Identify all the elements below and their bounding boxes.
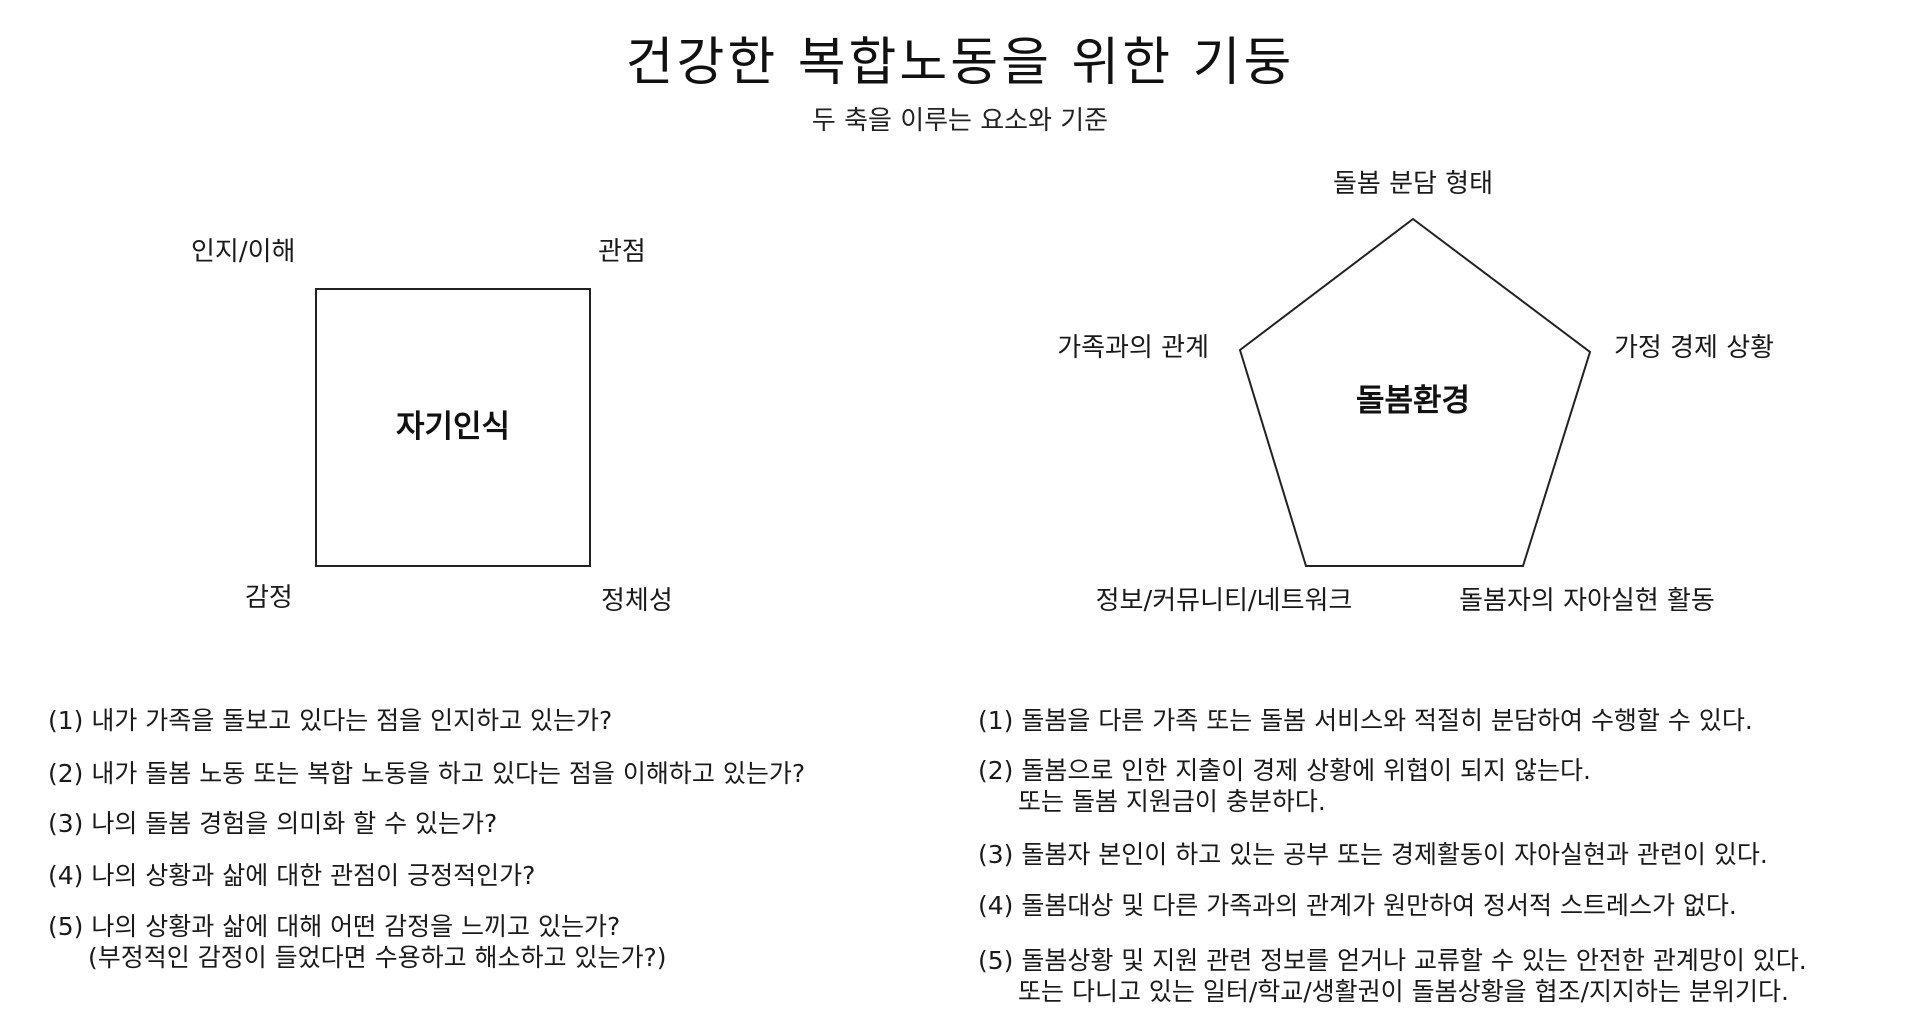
vertex-label-care-sharing: 돌봄 분담 형태: [1333, 169, 1493, 199]
page-title: 건강한 복합노동을 위한 기둥: [625, 33, 1295, 93]
vertex-label-self-realization: 돌봄자의 자아실현 활동: [1459, 586, 1715, 616]
list-item: (3) 돌봄자 본인이 하고 있는 공부 또는 경제활동이 자아실현과 관련이 …: [978, 840, 1768, 869]
list-item: (4) 돌봄대상 및 다른 가족과의 관계가 원만하여 정서적 스트레스가 없다…: [978, 891, 1737, 920]
list-item: (2) 돌봄으로 인한 지출이 경제 상황에 위협이 되지 않는다. 또는 돌봄…: [978, 756, 1591, 816]
list-item: (1) 내가 가족을 돌보고 있다는 점을 인지하고 있는가?: [48, 706, 613, 735]
care-environment-label: 돌봄환경: [1356, 383, 1470, 419]
vertex-label-household-economy: 가정 경제 상황: [1614, 333, 1774, 363]
list-item: (4) 나의 상황과 삶에 대한 관점이 긍정적인가?: [48, 861, 536, 890]
vertex-label-family-relations: 가족과의 관계: [1057, 333, 1209, 363]
diagram-canvas: 자기인식 인지/이해 관점 감정 정체성 돌봄환경 돌봄 분담 형태 가족과의 …: [191, 169, 1774, 616]
list-item: (5) 나의 상황과 삶에 대해 어떤 감정을 느끼고 있는가? (부정적인 감…: [48, 912, 667, 972]
list-item: (2) 내가 돌봄 노동 또는 복합 노동을 하고 있다는 점을 이해하고 있는…: [48, 759, 806, 788]
self-awareness-label: 자기인식: [396, 409, 510, 445]
corner-label-emotion: 감정: [245, 583, 293, 613]
corner-label-perspective: 관점: [598, 237, 646, 267]
list-item: (1) 돌봄을 다른 가족 또는 돌봄 서비스와 적절히 분담하여 수행할 수 …: [978, 706, 1753, 735]
corner-label-identity: 정체성: [601, 586, 673, 616]
page-subtitle: 두 축을 이루는 요소와 기준: [811, 106, 1109, 136]
list-item: (3) 나의 돌봄 경험을 의미화 할 수 있는가?: [48, 809, 498, 838]
list-item: (5) 돌봄상황 및 지원 관련 정보를 얻거나 교류할 수 있는 안전한 관계…: [978, 946, 1807, 1006]
self-awareness-square: [315, 288, 591, 567]
vertex-label-info-network: 정보/커뮤니티/네트워크: [1096, 586, 1353, 616]
corner-label-cognition: 인지/이해: [191, 237, 295, 267]
care-environment-pentagon: [1238, 217, 1592, 567]
